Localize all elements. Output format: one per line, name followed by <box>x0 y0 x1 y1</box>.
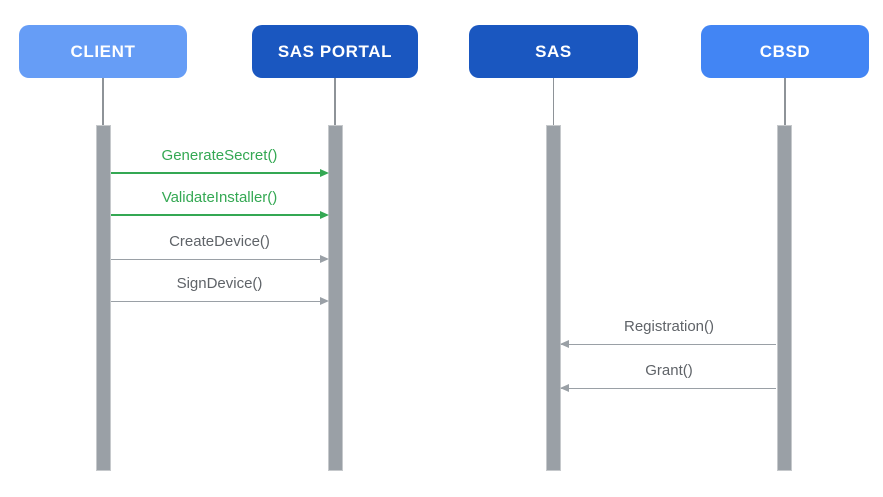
actor-sas-label: SAS <box>535 41 572 61</box>
message-line <box>111 172 327 174</box>
activation-bar-sas-portal <box>328 125 343 471</box>
lifeline-sas-portal <box>334 78 336 125</box>
actor-sas-portal-label: SAS PORTAL <box>277 41 393 61</box>
message-line <box>561 388 776 389</box>
message-line <box>111 214 327 216</box>
message-line <box>111 259 327 260</box>
message-generate-secret: GenerateSecret() <box>111 145 329 179</box>
message-create-device: CreateDevice() <box>111 231 329 265</box>
message-grant-label: Grant() <box>645 362 693 379</box>
lifeline-client <box>102 78 104 125</box>
actor-cbsd: CBSD <box>701 25 869 78</box>
message-registration-label: Registration() <box>623 318 715 335</box>
actor-sas: SAS <box>469 25 638 78</box>
message-line <box>561 344 776 345</box>
activation-bar-cbsd <box>777 125 792 471</box>
arrowhead-right-icon <box>320 169 329 177</box>
lifeline-sas <box>552 78 555 125</box>
actor-sas-portal: SAS PORTAL <box>252 25 418 78</box>
message-generate-secret-label: GenerateSecret() <box>161 147 278 164</box>
arrowhead-left-icon <box>560 340 569 348</box>
arrowhead-left-icon <box>560 384 569 392</box>
lifeline-cbsd <box>784 78 786 125</box>
message-sign-device: SignDevice() <box>111 273 329 307</box>
activation-bar-client <box>96 125 111 471</box>
message-validate-installer-label: ValidateInstaller() <box>161 189 278 206</box>
actor-client-label: CLIENT <box>70 41 136 61</box>
message-validate-installer: ValidateInstaller() <box>111 187 329 221</box>
message-grant: Grant() <box>560 360 777 394</box>
message-sign-device-label: SignDevice() <box>176 275 263 292</box>
actor-cbsd-label: CBSD <box>759 41 811 61</box>
message-create-device-label: CreateDevice() <box>169 233 270 250</box>
arrowhead-right-icon <box>320 211 329 219</box>
arrowhead-right-icon <box>320 297 329 305</box>
message-registration: Registration() <box>560 316 777 350</box>
arrowhead-right-icon <box>320 255 329 263</box>
message-line <box>111 301 327 302</box>
actor-client: CLIENT <box>19 25 187 78</box>
activation-bar-sas <box>546 125 561 471</box>
